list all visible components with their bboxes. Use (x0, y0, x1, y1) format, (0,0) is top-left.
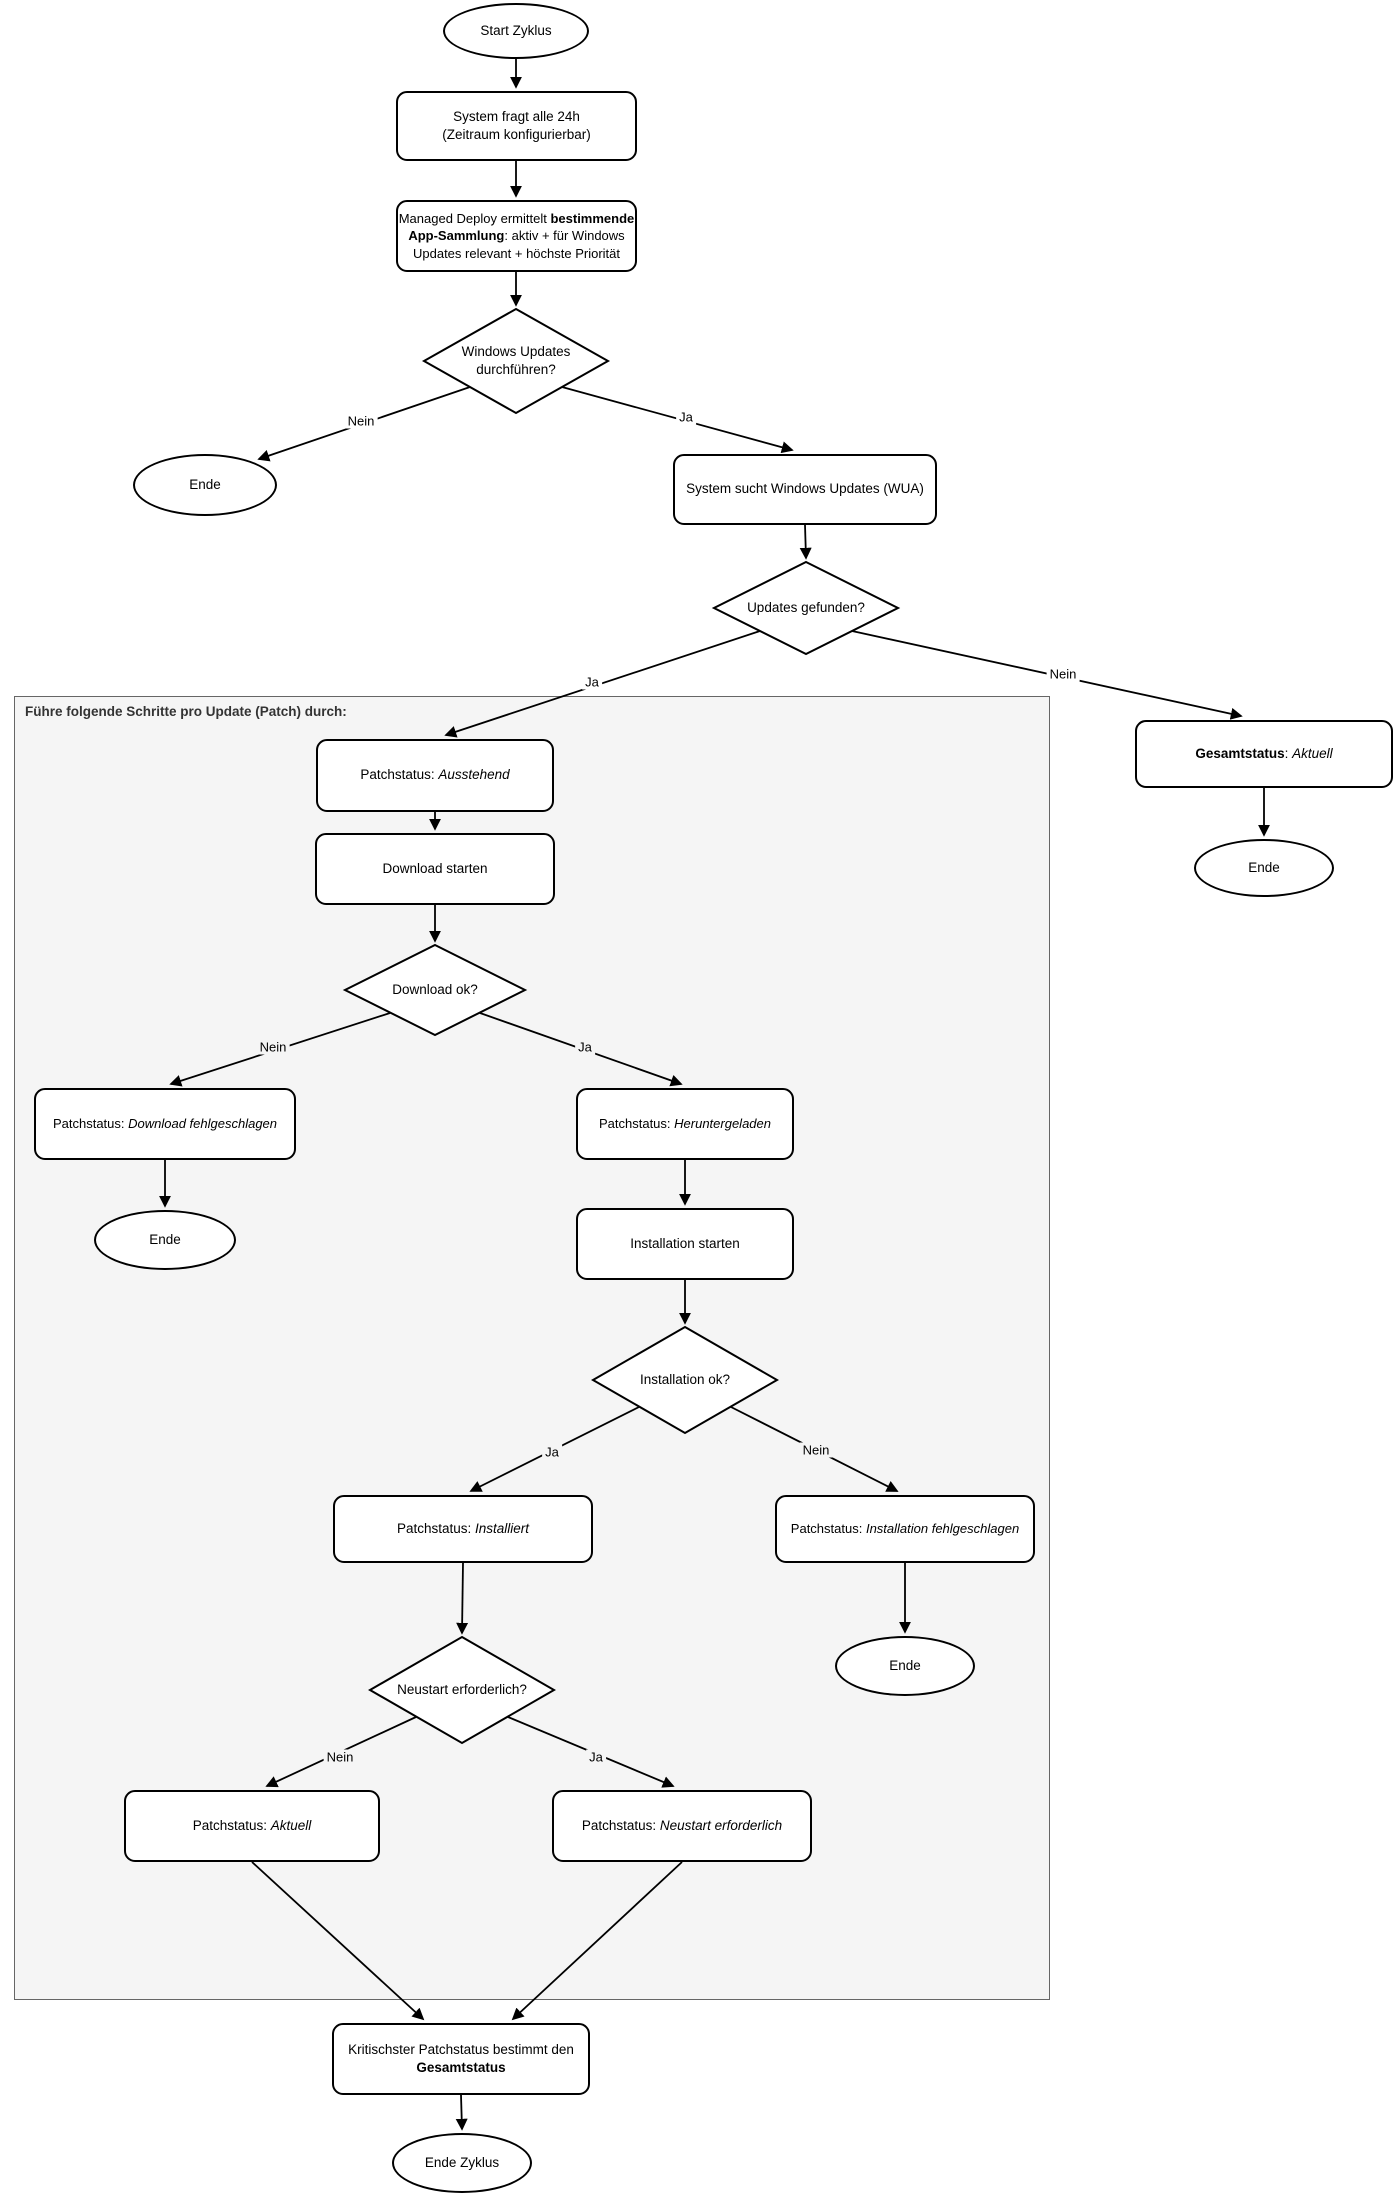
branch-label-ja: Ja (676, 409, 696, 425)
ende-node-2: Ende (94, 1210, 236, 1270)
branch-label-ja: Ja (575, 1039, 595, 1055)
node-label: Patchstatus: Aktuell (193, 1817, 312, 1835)
label-sep: : (1284, 745, 1293, 761)
decision-windows-updates-label: Windows Updates durchführen? (461, 344, 571, 377)
label-bold: bestimmende (550, 210, 635, 226)
ende-node-3: Ende (835, 1636, 975, 1696)
node-label-line: Kritischster Patchstatus bestimmt den (348, 2041, 574, 2057)
label-value: Ausstehend (438, 767, 510, 783)
status-install-failed-box: Patchstatus: Installation fehlgeschlagen (775, 1495, 1035, 1563)
label-value: Neustart erforderlich (659, 1817, 783, 1833)
label-prefix: Patchstatus: (581, 1817, 660, 1833)
decision-updates-gefunden-label: Updates gefunden? (747, 600, 865, 616)
label-prefix: Patchstatus: (396, 1520, 475, 1536)
gesamtstatus-aktuell-box: Gesamtstatus: Aktuell (1135, 720, 1393, 788)
label-prefix: Patchstatus: (192, 1817, 271, 1833)
decision-installation-ok-label: Installation ok? (639, 1372, 731, 1388)
node-label-line: (Zeitraum konfigurierbar) (442, 127, 591, 142)
status-installed-box: Patchstatus: Installiert (333, 1495, 593, 1563)
ende-zyklus-node: Ende Zyklus (392, 2133, 532, 2193)
label-prefix: Patchstatus: (360, 767, 439, 783)
node-label: Patchstatus: Installation fehlgeschlagen (791, 1520, 1019, 1538)
label-value: Aktuell (270, 1817, 312, 1833)
node-label: Gesamtstatus: Aktuell (1195, 745, 1332, 763)
download-start-box: Download starten (315, 833, 555, 905)
search-updates-box: System sucht Windows Updates (WUA) (673, 454, 937, 525)
edge-final-endezyklus (455, 2094, 468, 2131)
node-label: Installation starten (630, 1235, 740, 1251)
label-bold: App-Sammlung (408, 228, 505, 244)
status-downloaded-box: Patchstatus: Heruntergeladen (576, 1088, 794, 1160)
node-label: Ende (189, 476, 221, 492)
status-restart-box: Patchstatus: Neustart erforderlich (552, 1790, 812, 1862)
determine-collection-box: Managed Deploy ermittelt bestimmende App… (396, 200, 637, 272)
node-label: Ende (1248, 859, 1280, 875)
node-label: Patchstatus: Heruntergeladen (599, 1115, 771, 1133)
node-label: Patchstatus: Ausstehend (360, 766, 509, 784)
status-ausstehend-box: Patchstatus: Ausstehend (316, 739, 554, 812)
ende-node-1: Ende (133, 454, 277, 516)
node-label: Patchstatus: Neustart erforderlich (582, 1817, 782, 1835)
label-value: Installation fehlgeschlagen (865, 1521, 1020, 1537)
branch-label-nein: Nein (799, 1442, 833, 1458)
node-label: Patchstatus: Download fehlgeschlagen (53, 1115, 277, 1133)
ende-node-4: Ende (1194, 839, 1334, 897)
node-label: Ende (149, 1231, 181, 1247)
decision-download-ok-label: Download ok? (392, 982, 478, 998)
poll-interval-box: System fragt alle 24h (Zeitraum konfigur… (396, 91, 637, 161)
branch-label-ja: Ja (542, 1444, 562, 1460)
branch-label-nein: Nein (323, 1749, 357, 1765)
branch-label-nein: Nein (256, 1039, 290, 1055)
start-node: Start Zyklus (443, 3, 589, 59)
installation-start-box: Installation starten (576, 1208, 794, 1280)
decision-neustart-label: Neustart erforderlich? (397, 1682, 527, 1698)
node-label-line: App-Sammlung: aktiv + für Windows (408, 227, 624, 245)
label-text: : aktiv + für Windows (504, 228, 625, 244)
label-text: Managed Deploy ermittelt (398, 210, 551, 226)
label-bold: Gesamtstatus (1195, 745, 1285, 761)
node-label-line: Updates relevant + höchste Priorität (413, 245, 620, 263)
label-bold: Gesamtstatus (416, 2060, 506, 2075)
node-label: Ende (889, 1657, 921, 1673)
label-prefix: Patchstatus: (598, 1116, 675, 1132)
node-label-line: System fragt alle 24h (453, 108, 580, 124)
label-prefix: Patchstatus: (790, 1521, 866, 1537)
status-download-failed-box: Patchstatus: Download fehlgeschlagen (34, 1088, 296, 1160)
node-label: Download starten (382, 860, 488, 876)
branch-label-ja: Ja (586, 1749, 606, 1765)
status-aktuell-box: Patchstatus: Aktuell (124, 1790, 380, 1862)
node-label-line: Managed Deploy ermittelt bestimmende (399, 210, 635, 228)
label-value: Installiert (475, 1520, 530, 1536)
node-label: Ende Zyklus (424, 2154, 500, 2170)
label-value: Heruntergeladen (674, 1116, 771, 1132)
label-value: Aktuell (1292, 745, 1333, 761)
branch-label-nein: Nein (344, 413, 378, 429)
label-prefix: Patchstatus: (52, 1116, 129, 1132)
label-value: Download fehlgeschlagen (128, 1116, 278, 1132)
branch-label-nein: Nein (1046, 666, 1080, 682)
edge-wua-d2 (799, 524, 812, 560)
branch-label-ja: Ja (582, 674, 602, 690)
node-label: Patchstatus: Installiert (397, 1520, 529, 1538)
node-label: Start Zyklus (480, 22, 552, 38)
node-label: System sucht Windows Updates (WUA) (686, 481, 924, 497)
group-title: Führe folgende Schritte pro Update (Patc… (25, 704, 347, 719)
final-status-box: Kritischster Patchstatus bestimmt den Ge… (332, 2023, 590, 2095)
label-text: Updates relevant + höchste Priorität (412, 245, 621, 261)
